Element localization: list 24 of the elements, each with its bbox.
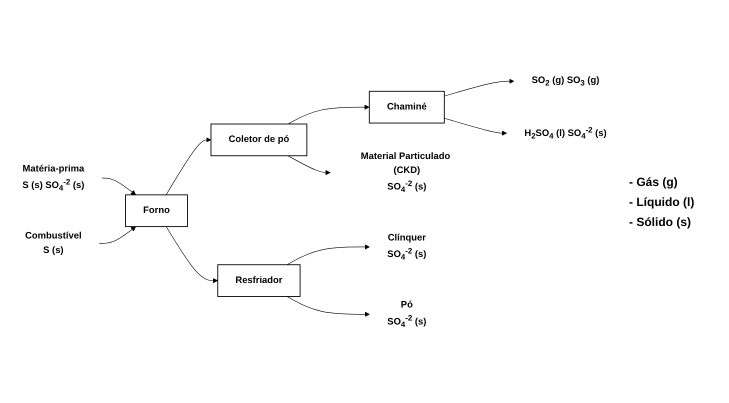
arrow	[286, 296, 370, 316]
node-box: Forno	[125, 194, 188, 227]
note-text: - Gás (g)	[629, 174, 679, 188]
arrow	[166, 226, 218, 283]
arrow	[98, 226, 136, 244]
node-box: Resfriador	[217, 264, 301, 297]
arrow	[288, 104, 370, 124]
note-text: - Sólido (s)	[629, 214, 692, 228]
node-text: Matéria-prima S (s) SO$_{4}$$^{-2}$ (s)	[22, 163, 84, 192]
arrow	[102, 177, 136, 195]
arrow	[288, 155, 331, 175]
node-text: SO$_{2}$ (g) SO$_{3}$ (g)	[532, 74, 600, 87]
arrow	[444, 118, 507, 136]
arrow	[444, 78, 514, 96]
node-box: Coletor de pó	[210, 123, 308, 156]
arrow	[286, 244, 370, 265]
node-text: Combustível S (s)	[25, 230, 82, 255]
node-box: Chaminé	[368, 90, 445, 124]
node-text: Material Particulado (CKD) SO$_{4}$$^{-2}$ (s)	[360, 150, 450, 194]
node-text: Clínquer SO$_{4}$$^{-2}$ (s)	[387, 232, 426, 261]
node-text: H$_{2}$SO$_{4}$ (l) SO$_{4}$$^{-2}$ (s)	[524, 124, 607, 140]
node-text: Pó SO$_{4}$$^{-2}$ (s)	[387, 300, 426, 328]
arrow	[166, 136, 212, 195]
note-text: - Líquido (l)	[629, 194, 696, 208]
